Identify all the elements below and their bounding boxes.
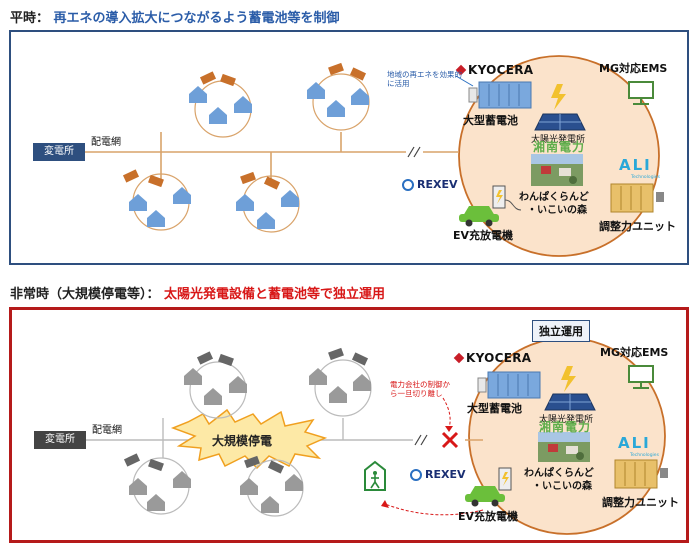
ali-logo-sub-emergency: Technologies: [630, 453, 659, 458]
kyocera-logo-emergency: KYOCERA: [453, 351, 532, 365]
shonan-logo-emergency: 湘南電力: [539, 420, 592, 434]
battery-container-icon: [468, 81, 532, 109]
ems-label-emergency: MG対応EMS: [600, 346, 669, 359]
battery-note: 地域の再エネを効果的に活用: [387, 70, 462, 88]
emergency-diagram-svg: [83, 337, 668, 535]
kyocera-logo: KYOCERA: [455, 63, 534, 77]
rexev-logo-emergency: REXEV: [410, 468, 466, 481]
house-cluster-bottom-left: [122, 169, 191, 231]
outage-label: 大規模停電: [212, 434, 273, 448]
emergency-heading-emphasis: 太陽光発電設備と蓄電池等で独立運用: [164, 287, 386, 302]
ems-monitor-icon: [628, 81, 654, 105]
outage-burst-shape: [170, 408, 328, 470]
house-cluster-bottom-right: [236, 171, 300, 233]
ev-car-icon-emergency: [465, 486, 505, 507]
substation-box-emergency: 変電所: [34, 431, 86, 449]
house-cluster-bottom-right-outage: [240, 455, 304, 517]
solar-panel-icon-emergency: [544, 366, 596, 411]
park-photo-emergency: [538, 432, 590, 462]
house-cluster-top-right: [307, 62, 370, 131]
ev-charger-icon-emergency: [498, 467, 512, 491]
cut-note-arrow: [442, 397, 451, 429]
kyocera-logo-text-emergency: KYOCERA: [466, 351, 532, 365]
house-cluster-top-right-outage: [309, 347, 372, 417]
ikoi-label-emergency: ・いこいの森: [532, 481, 592, 492]
normal-heading: 平時： 再エネの導入拡大につながるよう蓄電池等を制御: [10, 7, 340, 26]
disconnect-x-icon: [441, 431, 459, 449]
rexev-logo-text: REXEV: [417, 178, 458, 191]
house-cluster-top-left-outage: [184, 351, 247, 419]
cut-note: 電力会社の制御から一旦切り離し: [390, 380, 450, 398]
normal-heading-lead: 平時：: [10, 11, 50, 26]
solar-label: 太陽光発電所: [531, 135, 586, 145]
ems-label: MG対応EMS: [599, 62, 668, 75]
wanpaku-label: わんぱくらんど: [519, 192, 589, 203]
ev-label: EV充放電機: [453, 229, 514, 242]
ikoi-label: ・いこいの森: [527, 205, 587, 216]
ali-logo: ALI: [619, 156, 652, 174]
adjustment-unit-label-emergency: 調整力ユニット: [602, 496, 679, 509]
battery-note-arrow: [455, 75, 474, 87]
independent-operation-badge: 独立運用: [532, 320, 590, 342]
evacuation-shelter-icon: [364, 460, 386, 491]
emergency-heading: 非常時（大規模停電等）： 太陽光発電設備と蓄電池等で独立運用: [10, 283, 385, 302]
rexev-mark-icon-emergency: [410, 469, 422, 481]
ev-charger-icon: [492, 185, 522, 211]
ems-monitor-icon-emergency: [628, 365, 654, 389]
ev-label-emergency: EV充放電機: [458, 510, 519, 523]
adjustment-unit-label: 調整力ユニット: [599, 220, 676, 233]
shonan-logo: 湘南電力: [533, 140, 586, 154]
adjustment-unit-icon-emergency: [614, 459, 668, 489]
house-cluster-top-left: [189, 71, 252, 138]
kyocera-mark-icon-emergency: [453, 352, 465, 364]
kyocera-logo-text: KYOCERA: [468, 63, 534, 77]
house-cluster-bottom-left-outage: [123, 453, 191, 515]
adjustment-unit-icon: [610, 183, 664, 213]
normal-heading-emphasis: 再エネの導入拡大につながるよう蓄電池等を制御: [53, 11, 340, 26]
breaker-mark: [407, 146, 421, 158]
solar-label-emergency: 太陽光発電所: [539, 415, 594, 425]
normal-diagram-svg: [81, 55, 664, 257]
park-photo: [531, 154, 583, 186]
rexev-mark-icon: [402, 179, 414, 191]
rexev-logo: REXEV: [402, 178, 458, 191]
substation-box: 変電所: [33, 143, 85, 161]
evacuation-arrow: [384, 503, 484, 516]
ali-logo-emergency: ALI: [618, 434, 651, 452]
emergency-heading-lead: 非常時（大規模停電等）：: [10, 287, 160, 302]
rexev-logo-text-emergency: REXEV: [425, 468, 466, 481]
breaker-mark-emergency: [414, 434, 428, 446]
emergency-operation-panel: 変電所 配電網 大規模停電 独立運用 KYOCERA 電力会社の制御から一旦切り…: [9, 307, 689, 543]
cut-note-arrowhead: [445, 426, 453, 432]
wanpaku-label-emergency: わんぱくらんど: [524, 468, 594, 479]
evacuation-arrowhead: [381, 500, 389, 508]
battery-label-emergency: 大型蓄電池: [467, 402, 522, 415]
solar-panel-icon: [534, 84, 586, 131]
distribution-lines: [81, 132, 459, 180]
ev-car-icon: [459, 206, 499, 227]
distribution-grid-label: 配電網: [91, 137, 121, 148]
normal-operation-panel: 変電所 配電網 KYOCERA 地域の再エネを効果的に活用 大型蓄電池 MG対応…: [9, 30, 689, 265]
distribution-grid-label-emergency: 配電網: [92, 425, 122, 436]
battery-label: 大型蓄電池: [463, 114, 518, 127]
ali-logo-sub: Technologies: [631, 175, 660, 180]
battery-container-icon-emergency: [477, 371, 541, 399]
